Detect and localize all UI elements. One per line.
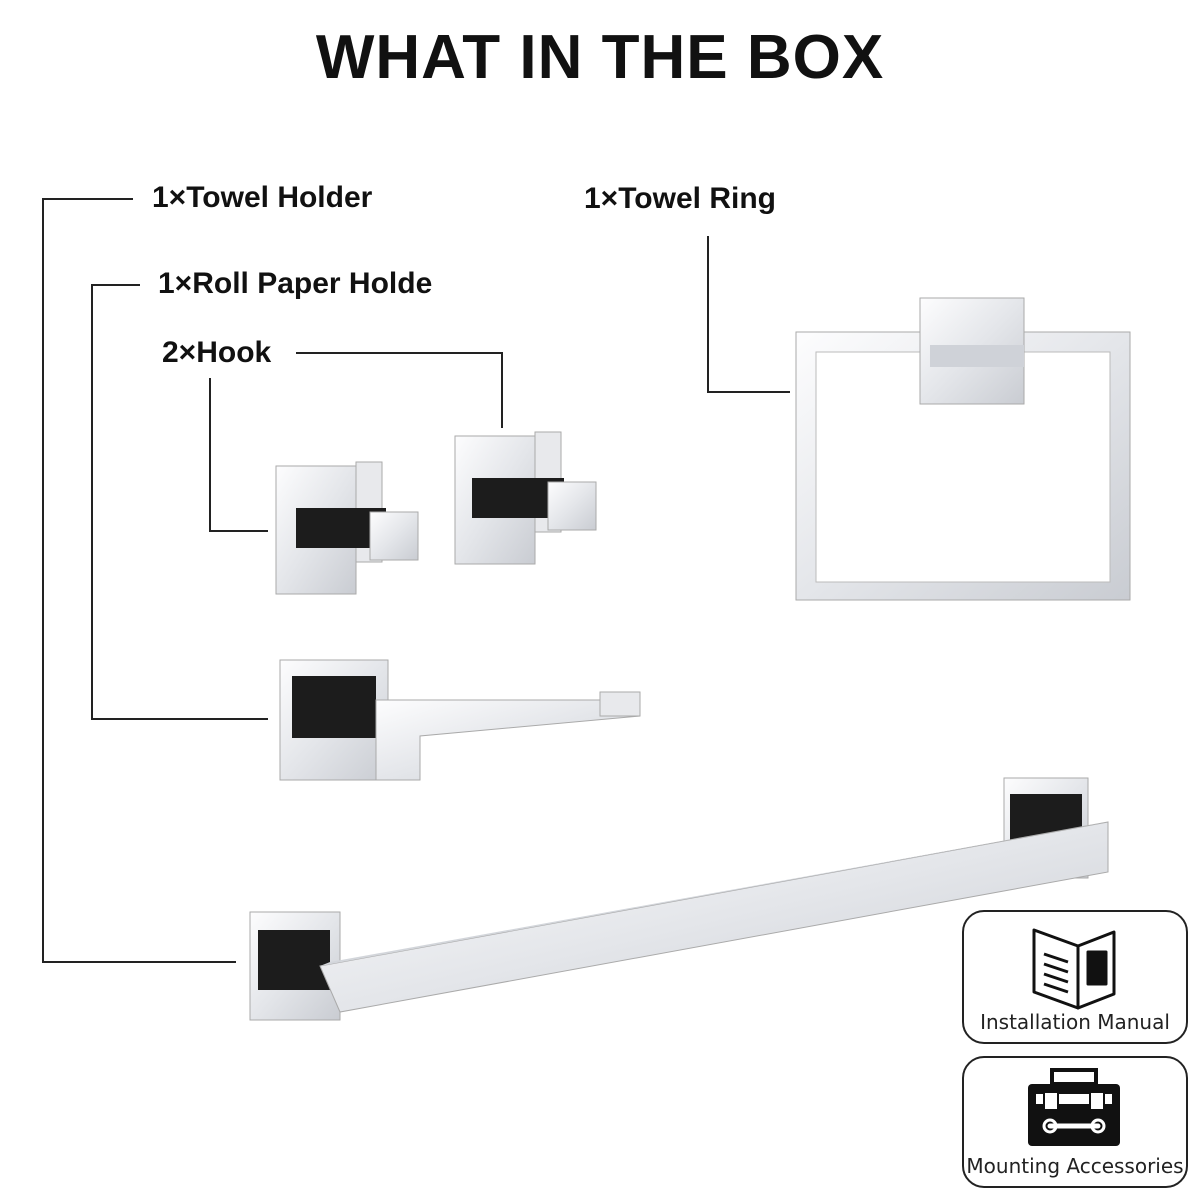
towel-holder-label: 1×Towel Holder	[152, 181, 373, 214]
toolbox-icon	[1028, 1068, 1120, 1146]
hook-right-callout	[296, 352, 503, 428]
page-title: WHAT IN THE BOX	[315, 23, 885, 92]
roll-paper-holder-label: 1×Roll Paper Holde	[158, 267, 433, 300]
hook-label: 2×Hook	[162, 336, 272, 369]
hook-left-callout	[209, 378, 268, 532]
roll-holder-callout	[91, 284, 268, 720]
towel-ring-callout	[707, 236, 790, 393]
installation-manual-card: Installation Manual	[962, 910, 1188, 1044]
towel-ring-illustration	[795, 297, 1131, 601]
roll-paper-holder-illustration	[279, 659, 641, 781]
hook-left-illustration	[275, 461, 419, 595]
installation-manual-label: Installation Manual	[980, 1010, 1170, 1034]
mounting-accessories-card: Mounting Accessories	[962, 1056, 1188, 1188]
towel-bar-illustration	[249, 777, 1109, 1021]
towel-ring-label: 1×Towel Ring	[584, 182, 776, 215]
hook-right-illustration	[454, 431, 597, 565]
open-book-icon	[1032, 928, 1116, 1010]
mounting-accessories-label: Mounting Accessories	[966, 1154, 1184, 1178]
towel-holder-callout	[42, 198, 236, 963]
